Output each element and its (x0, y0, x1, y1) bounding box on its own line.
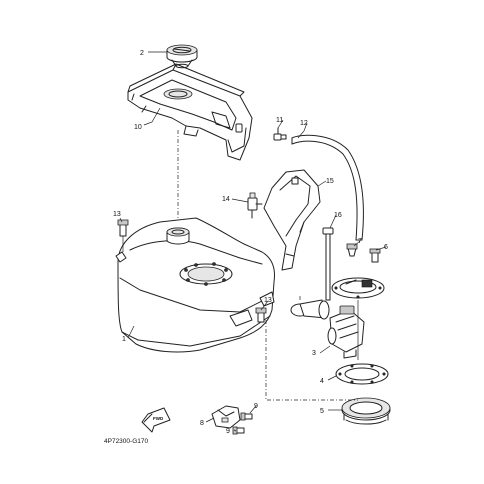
cable-tie (322, 227, 334, 301)
callout-labels: 2 10 11 12 15 14 16 13 13 7 6 1 3 4 5 8 … (113, 50, 388, 435)
breather-hose (291, 134, 364, 241)
screw-6 (369, 248, 381, 263)
fuel-pump (290, 299, 365, 359)
callout-5: 5 (320, 408, 324, 415)
fwd-arrow-icon: FWD (141, 407, 171, 433)
retaining-ring (341, 397, 391, 425)
fuel-tank (115, 217, 275, 353)
callout-13-left: 13 (113, 211, 121, 218)
callout-11: 11 (276, 117, 283, 124)
hose-clip (273, 127, 287, 141)
callout-12: 12 (300, 120, 308, 127)
callout-4: 4 (320, 378, 324, 385)
tank-cover (127, 63, 253, 161)
fuel-cap (166, 44, 198, 69)
callout-9-upper: 9 (254, 403, 258, 410)
gasket (335, 363, 389, 385)
callout-9-lower: 9 (226, 428, 230, 435)
callout-8: 8 (200, 420, 204, 427)
drawing-code: 4P72300-G170 (104, 438, 148, 445)
pump-cover-plate (331, 277, 385, 299)
screw-9-upper (240, 412, 253, 421)
callout-14: 14 (222, 196, 230, 203)
leader-lines (119, 51, 387, 432)
callout-15: 15 (326, 178, 334, 185)
tank-bracket (263, 169, 321, 271)
callout-7: 7 (358, 238, 362, 245)
bolt-13-right (255, 307, 267, 323)
alignment-line-bottom (265, 320, 358, 401)
screw-7 (346, 243, 358, 257)
callout-13-right: 13 (264, 297, 272, 304)
bolt-13-left (117, 219, 129, 252)
callout-1: 1 (122, 336, 126, 343)
callout-6: 6 (384, 244, 388, 251)
callout-16: 16 (334, 212, 342, 219)
callout-3: 3 (312, 350, 316, 357)
fwd-label: FWD (153, 416, 164, 421)
level-sensor (247, 192, 263, 219)
callout-2: 2 (140, 50, 144, 57)
callout-10: 10 (134, 124, 142, 131)
small-bracket (211, 405, 241, 429)
